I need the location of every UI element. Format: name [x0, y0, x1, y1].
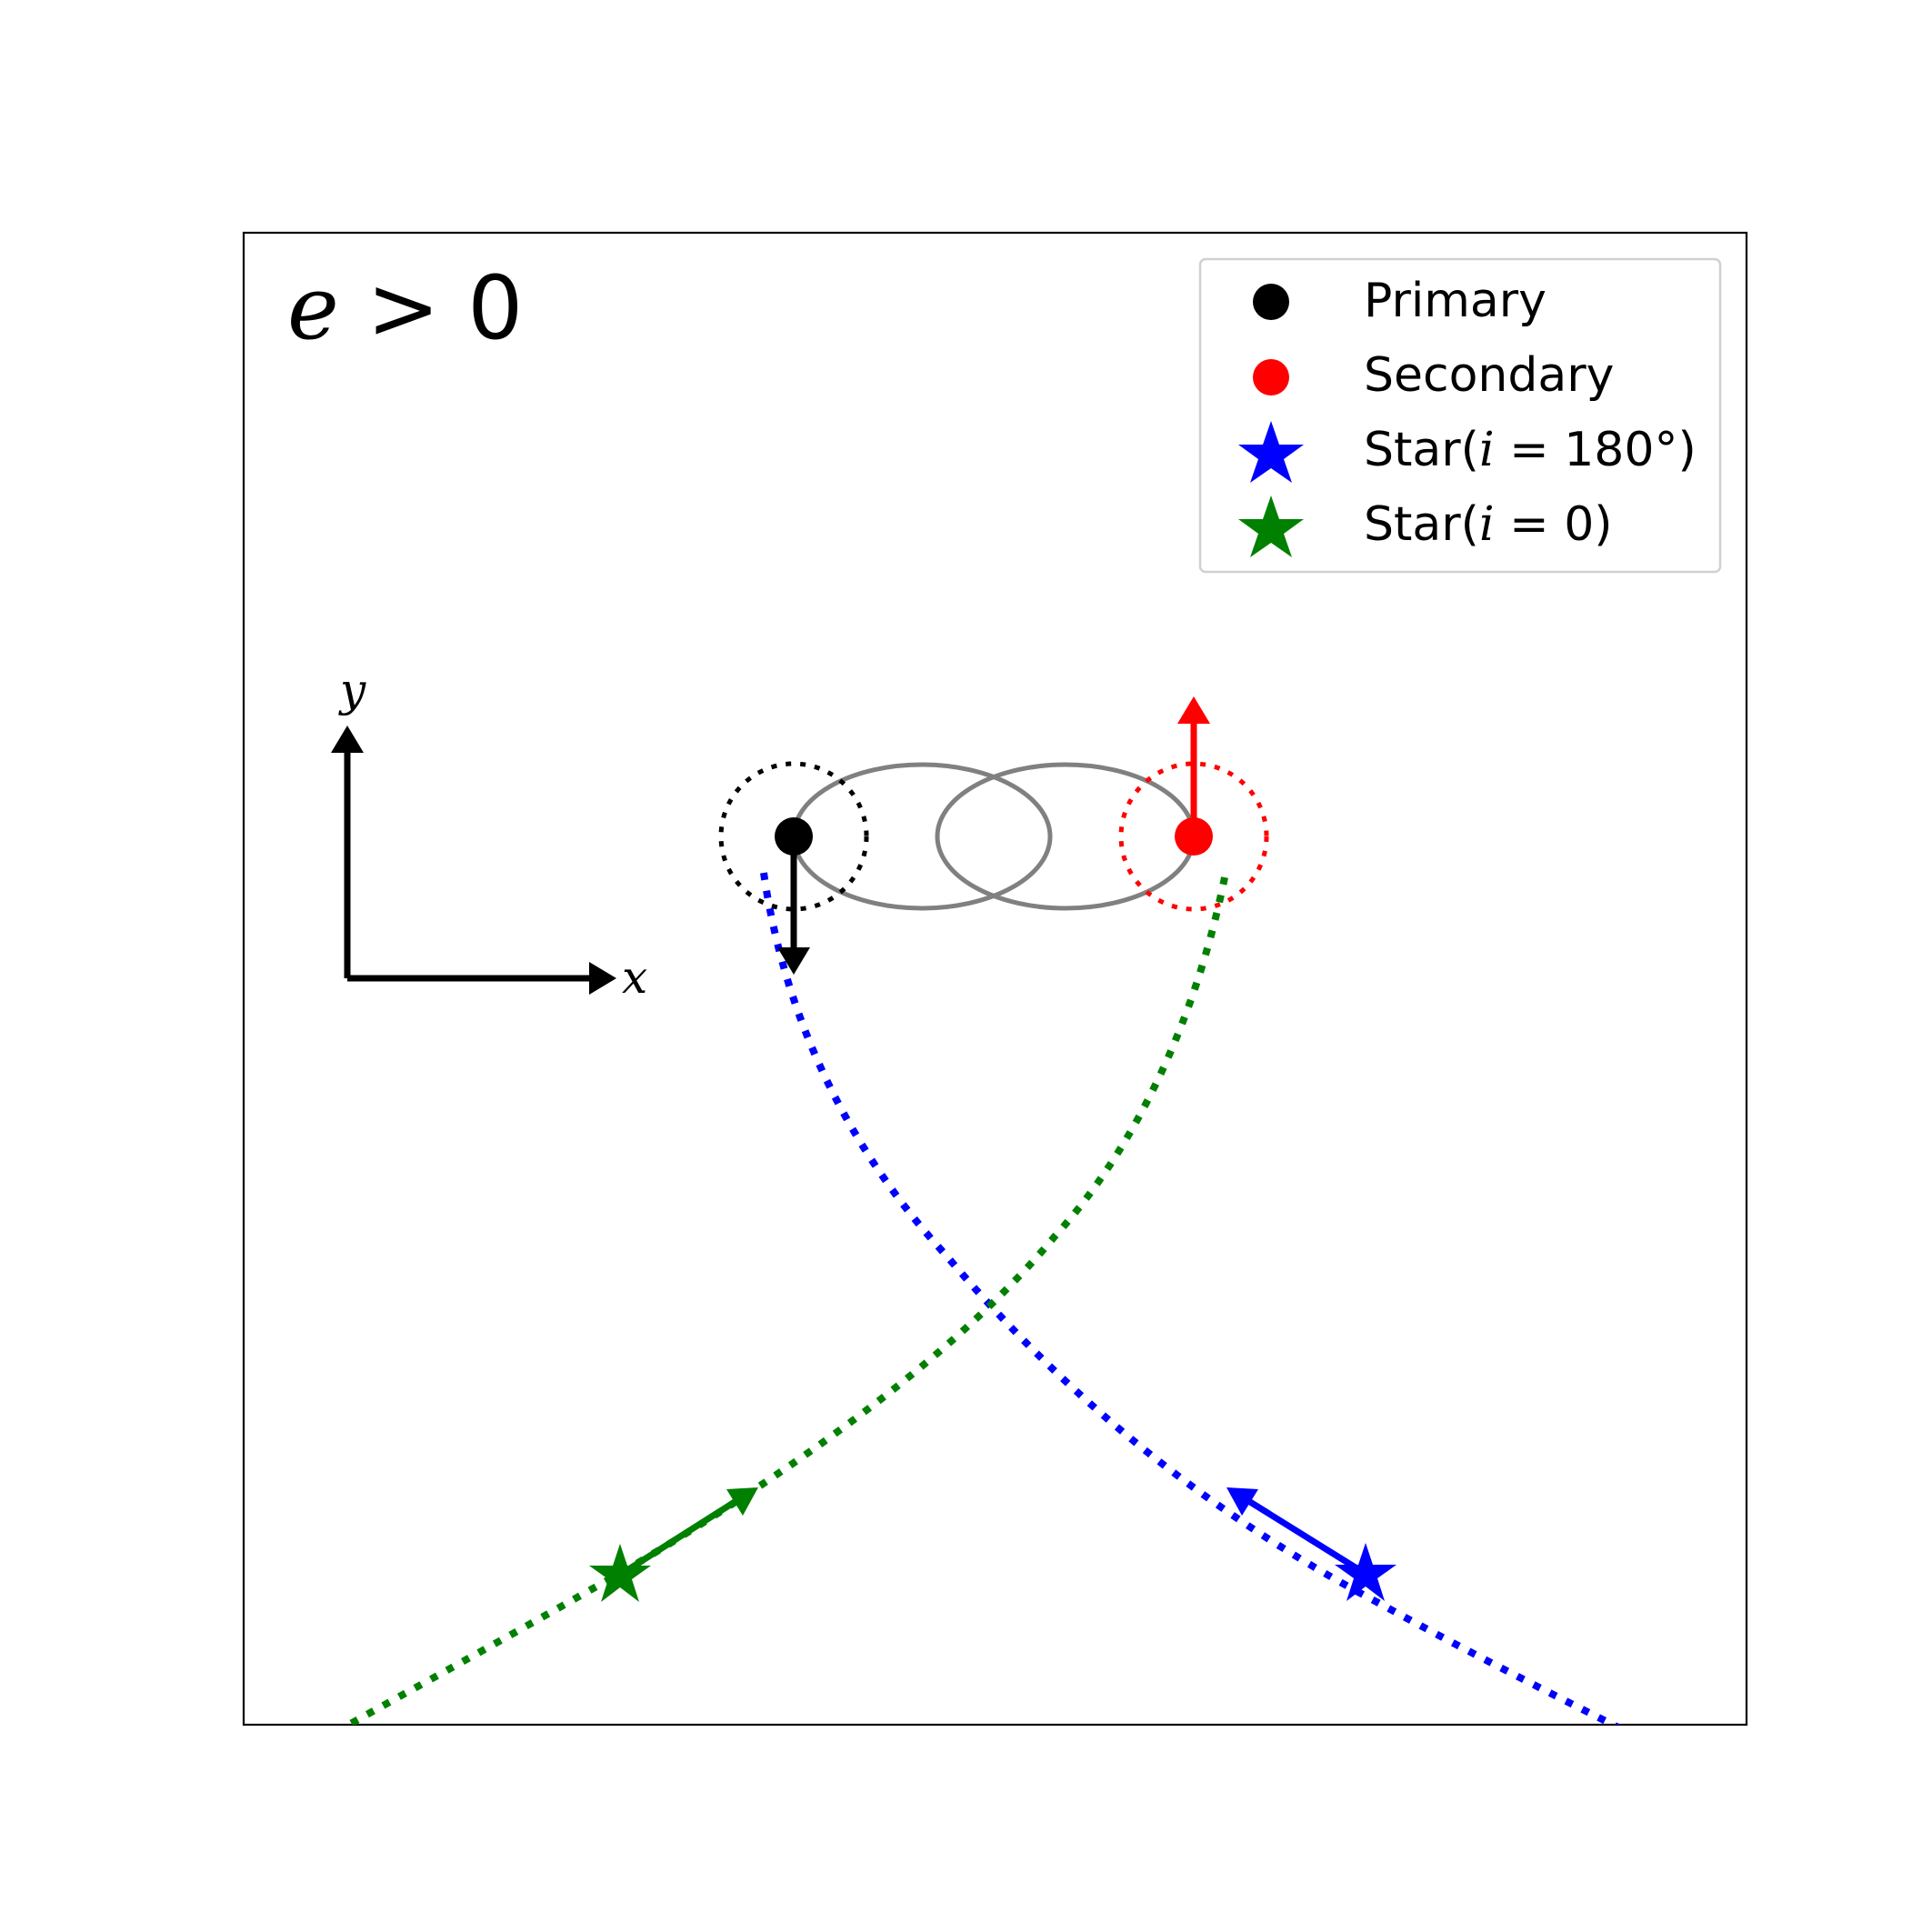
legend-label-star-prograde: Star(i = 0) [1364, 497, 1613, 552]
y-axis-arrowhead [331, 726, 364, 753]
primary-orbit [791, 762, 1053, 911]
primary-velocity-arrowhead [777, 947, 810, 975]
legend-box [1198, 257, 1722, 574]
secondary-dotted-circle [1118, 761, 1269, 912]
panel-label: e > 0 [287, 257, 523, 359]
x-axis-label: x [622, 951, 647, 1004]
secondary-body [1175, 817, 1213, 856]
legend-label-star-retrograde: Star(i = 180°) [1364, 423, 1697, 477]
x-axis-arrowhead [589, 962, 616, 995]
star-retrograde-velocity-arrowhead [1226, 1487, 1258, 1516]
legend-label-secondary: Secondary [1364, 348, 1614, 403]
legend-marker-star-retrograde [1238, 421, 1304, 483]
y-axis-label: y [338, 664, 366, 716]
star-retrograde-velocity-arrow [1248, 1499, 1367, 1577]
star-prograde-velocity-arrowhead [726, 1487, 758, 1516]
star-retrograde-trajectory [760, 872, 1621, 1725]
secondary-velocity-arrowhead [1177, 696, 1210, 724]
axes-indicator: x y [331, 664, 647, 1004]
panel-label-rest: > 0 [339, 257, 524, 359]
primary-body [775, 817, 813, 856]
legend-label-primary: Primary [1364, 274, 1547, 328]
secondary-orbit [935, 762, 1196, 911]
panel-label-var: e [287, 257, 339, 359]
plot-frame [242, 231, 1748, 1727]
star-prograde-velocity-arrow [618, 1499, 736, 1577]
legend-marker-primary [1253, 284, 1289, 320]
legend-marker-star-prograde [1238, 496, 1304, 557]
star-prograde-trajectory [341, 876, 1228, 1725]
star-prograde-marker [589, 1544, 651, 1602]
legend-marker-secondary [1253, 359, 1289, 395]
star-retrograde-marker [1335, 1543, 1396, 1601]
primary-dotted-circle [718, 761, 869, 912]
legend: Primary Secondary Star(i = 180°) Star(i … [1198, 257, 1722, 574]
